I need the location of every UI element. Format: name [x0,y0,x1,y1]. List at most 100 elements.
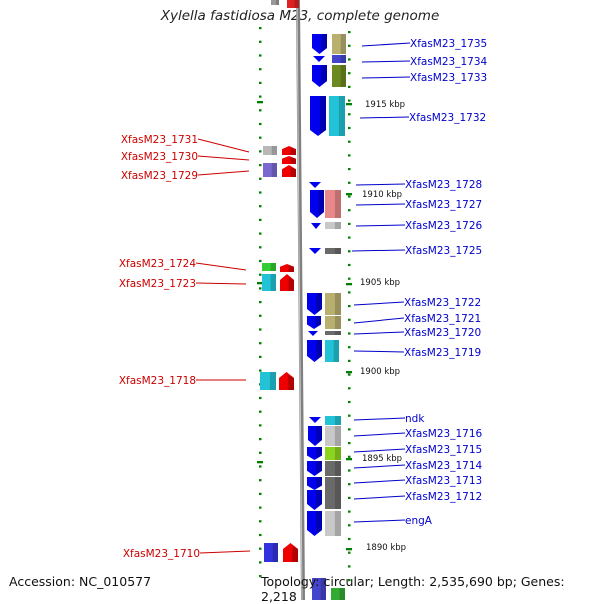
label-leader-lines [195,42,411,554]
feature-box-shade [320,578,326,600]
tick-mark [259,81,262,84]
leader-line [353,464,406,469]
tick-mark [348,551,351,554]
feature-box [271,0,279,5]
gene-arrow-shade [316,426,322,444]
feature-box-shade [270,263,276,271]
gene-arrow-shade [316,340,322,360]
tick-mark [259,479,262,482]
tick-mark [259,314,262,317]
genome-axis [296,0,305,600]
gene-arrow [309,248,321,254]
tick-major [346,283,352,286]
tick-mark [259,506,262,509]
tick-major [346,371,352,374]
tick-mark [348,414,351,417]
leader-line [361,60,411,63]
tick-mark [259,396,262,400]
feature-box-shade [334,426,341,446]
feature-box-shade [271,163,277,177]
tick-mark [348,277,351,280]
tick-major [257,282,263,285]
leader-line [361,42,411,47]
feature-box [325,331,341,335]
leader-line [355,183,406,186]
gene-label-right: XfasM23_1714 [405,460,483,472]
tick-mark [259,424,262,427]
tick-mark [259,177,262,180]
gene-labels: XfasM23_1735XfasM23_1734XfasM23_1733Xfas… [119,38,488,560]
feature-box-shade [334,511,341,536]
leader-line [353,417,406,421]
scale-label: 1890 kbp [366,543,406,553]
gene-label-right: XfasM23_1720 [404,327,481,339]
gene-label-right: XfasM23_1725 [405,245,482,257]
tick-mark [259,410,262,413]
feature-box-shade [338,96,345,136]
tick-mark [348,99,351,102]
tick-mark [348,455,351,458]
feature-box-shade [334,447,341,460]
tick-mark [259,232,262,235]
tick-mark [348,510,351,513]
tick-mark [259,68,262,71]
tick-mark [259,259,262,263]
leader-line [353,350,405,353]
tick-mark [348,318,351,321]
tick-mark [259,150,262,153]
tick-mark [259,122,262,126]
feature-box-shade [270,274,276,291]
feature-box [325,248,341,254]
tick-major [346,193,352,196]
tick-mark [348,126,351,130]
feature-box-shade [340,34,346,54]
tick-mark [259,40,262,43]
tick-mark [259,369,262,372]
leader-line [197,170,250,176]
gene-label-right: XfasM23_1719 [404,347,481,359]
feature-box-shade [334,477,341,509]
tick-mark [348,332,351,335]
feature-box-shade [271,146,277,155]
feature-box [287,0,299,8]
feature-box [262,263,276,271]
tick-mark [348,140,351,143]
gene-label-right: XfasM23_1728 [405,179,482,191]
tick-mark [348,565,351,568]
leader-line [353,331,405,335]
gene-label-left: XfasM23_1731 [121,134,198,146]
gene-label-right: XfasM23_1732 [409,112,486,124]
gene-arrow-shade [292,546,298,562]
tick-mark [259,328,262,331]
scale-label: 1895 kbp [362,454,402,464]
feature-box-shade [333,340,339,362]
tick-mark [348,31,351,34]
tick-mark [259,54,262,57]
tick-mark [259,301,262,304]
feature-box [263,146,277,155]
tick-mark [348,346,351,349]
leader-line [353,317,405,324]
feature-box-shade [334,316,341,329]
leader-line [353,479,406,484]
feature-box-shade [339,588,345,600]
leader-line [355,224,406,227]
tick-mark [259,246,262,249]
gene-label-left: XfasM23_1730 [121,151,198,163]
tick-major [346,548,352,551]
gene-arrow-shade [288,276,294,291]
gene-arrow-shade [318,190,324,216]
tick-mark [348,181,351,184]
gene-label-left: XfasM23_1723 [119,278,196,290]
tick-mark [259,218,262,221]
tick-mark [348,291,351,294]
leader-line [353,432,406,437]
tick-mark [348,579,351,582]
tick-mark [348,154,351,157]
tick-mark [259,355,262,358]
feature-box [332,55,346,63]
gene-arrow-shade [316,293,322,313]
gene-arrow [311,223,321,229]
gene-arrow-shade [316,477,322,489]
